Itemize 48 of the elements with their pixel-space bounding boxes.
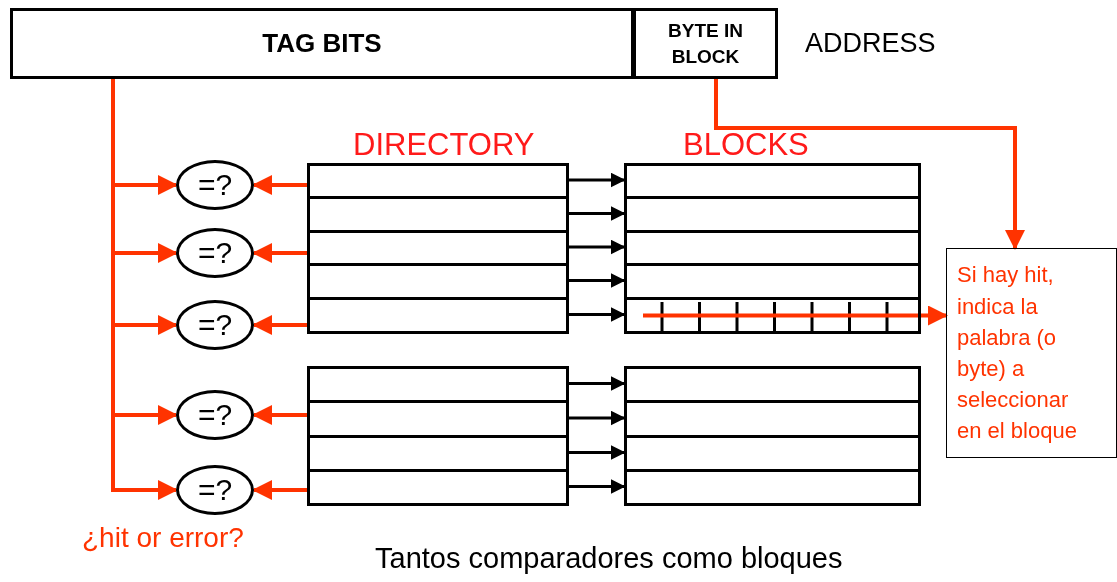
comparator-ellipse: =? bbox=[176, 465, 254, 515]
directory-entry bbox=[307, 366, 569, 403]
arrow bbox=[111, 79, 178, 500]
arrow bbox=[252, 405, 307, 425]
comparator-ellipse: =? bbox=[176, 300, 254, 350]
directory-entry bbox=[307, 400, 569, 438]
directory-entry bbox=[307, 297, 569, 334]
section-heading: BLOCKS bbox=[683, 127, 809, 163]
directory-entry bbox=[307, 230, 569, 266]
cache-block bbox=[624, 263, 921, 300]
arrow bbox=[252, 480, 307, 500]
callout-box: Si hay hit, indica la palabra (o byte) a seleccionar en el bloque bbox=[946, 248, 1117, 458]
cache-block bbox=[624, 469, 921, 506]
cache-block bbox=[624, 230, 921, 266]
arrow bbox=[569, 376, 626, 391]
comparator-ellipse: =? bbox=[176, 390, 254, 440]
arrow bbox=[569, 172, 626, 188]
result-label: ¿hit or error? bbox=[82, 522, 244, 554]
address-field: TAG BITS bbox=[10, 8, 634, 79]
section-heading: DIRECTORY bbox=[353, 127, 535, 163]
directory-entry bbox=[307, 196, 569, 233]
arrow bbox=[569, 479, 626, 494]
comparator-ellipse: =? bbox=[176, 160, 254, 210]
arrow bbox=[569, 206, 626, 221]
note-text: Tantos comparadores como bloques bbox=[375, 542, 843, 575]
cache-block bbox=[624, 297, 921, 334]
address-label: ADDRESS bbox=[805, 28, 936, 59]
cache-block bbox=[624, 163, 921, 199]
cache-block bbox=[624, 366, 921, 403]
directory-entry bbox=[307, 263, 569, 300]
cache-block bbox=[624, 435, 921, 472]
arrow bbox=[252, 175, 307, 195]
directory-entry bbox=[307, 469, 569, 506]
arrow bbox=[252, 315, 307, 335]
directory-entry bbox=[307, 435, 569, 472]
arrow bbox=[252, 243, 307, 263]
arrow bbox=[569, 410, 626, 426]
cache-block bbox=[624, 196, 921, 233]
arrow bbox=[569, 273, 626, 288]
arrow bbox=[569, 445, 626, 460]
comparator-ellipse: =? bbox=[176, 228, 254, 278]
address-field: BYTE IN BLOCK bbox=[633, 8, 778, 79]
cache-block bbox=[624, 400, 921, 438]
directory-entry bbox=[307, 163, 569, 199]
arrow bbox=[569, 239, 626, 255]
arrow bbox=[714, 79, 1025, 250]
arrow bbox=[643, 305, 948, 326]
arrow bbox=[569, 307, 626, 322]
